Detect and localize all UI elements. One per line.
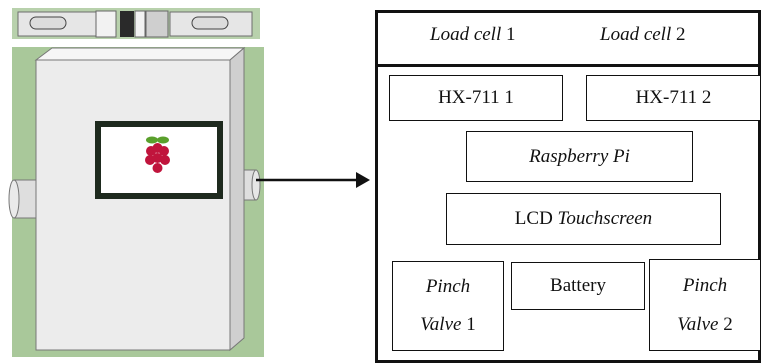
pinch-valve-2-number: 2 [723,313,733,335]
hx711-2-box: HX-711 2 [586,75,761,121]
raspberry-pi-box: Raspberry Pi [466,131,693,182]
pinch-valve-1-word: Valve [420,314,462,335]
hx711-1-label: HX-711 1 [438,87,514,108]
load-cell-2-label: Load cell 2 [600,24,750,54]
hx711-2-label: HX-711 2 [635,87,712,108]
battery-box: Battery [511,262,645,310]
lcd-word: Touchscreen [557,208,653,229]
hx711-1-box: HX-711 1 [389,75,563,121]
battery-label: Battery [550,275,606,296]
raspberry-pi-label: Raspberry Pi [529,145,630,167]
pinch-valve-1-number: 1 [466,314,476,335]
lcd-touchscreen-box: LCD Touchscreen [446,193,721,245]
load-cell-2-word: Load cell [600,24,672,45]
enclosure-box [8,46,261,352]
pinch-valve-1-box: Pinch Valve 1 [392,261,504,351]
load-cell-bar-render [12,8,260,39]
load-cell-1-number: 1 [506,24,516,45]
pinch-valve-1-line2: Valve 1 [420,314,475,336]
raspberry-pi-logo-icon [145,136,170,173]
arrow-right-icon [256,172,370,188]
load-cell-1-word: Load cell [430,24,502,45]
pinch-valve-2-line1: Pinch [682,274,728,296]
pinch-valve-2-line2: Valve 2 [677,314,732,336]
pinch-valve-2-box: Pinch Valve 2 [649,259,761,351]
pinch-valve-1-line1: Pinch [425,276,471,297]
pinch-valve-2-word: Valve [677,313,719,335]
block-diagram-frame [375,10,761,363]
load-cell-2-number: 2 [676,24,686,45]
load-cell-1-label: Load cell 1 [430,24,560,54]
device-illustration [8,8,370,357]
load-cell-divider [375,64,761,67]
lcd-prefix: LCD [514,208,553,229]
